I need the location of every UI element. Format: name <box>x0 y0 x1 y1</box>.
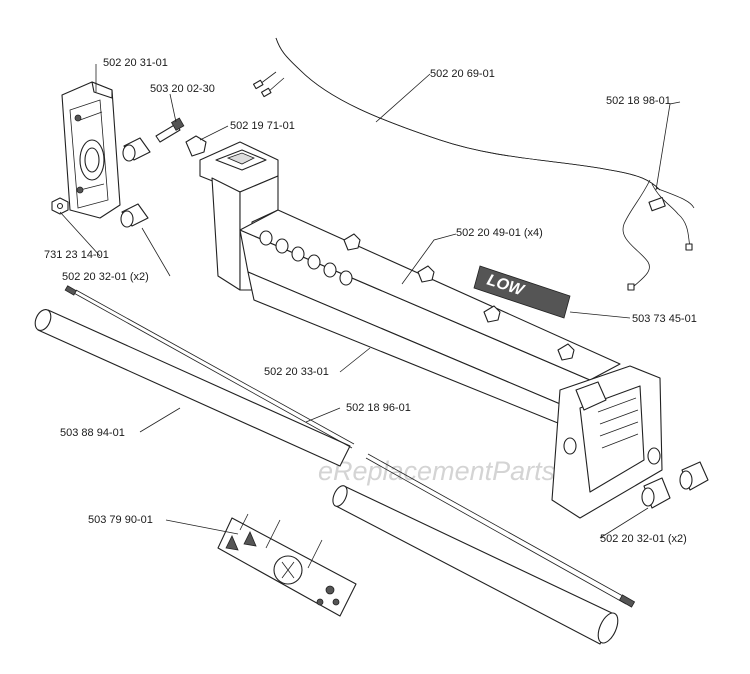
label-502197101: 502 19 71-01 <box>230 120 295 132</box>
label-503734501: 503 73 45-01 <box>632 313 697 325</box>
rod <box>64 285 636 608</box>
main-beam <box>199 141 663 519</box>
logo-decal: LOW <box>473 265 571 319</box>
label-502203201-right: 502 20 32-01 (x2) <box>600 533 687 545</box>
clip-1 <box>343 233 361 251</box>
tube-lower <box>332 485 619 645</box>
label-502203101: 502 20 31-01 <box>103 57 168 69</box>
wire-harness-502189801 <box>622 179 695 291</box>
clip-4 <box>557 343 575 361</box>
label-503200230: 503 20 02-30 <box>150 83 215 95</box>
nut <box>51 197 69 215</box>
end-cap-lower-right <box>641 477 671 509</box>
label-502189601: 502 18 96-01 <box>346 402 411 414</box>
end-cap-upper-right <box>679 461 709 491</box>
leader-lines <box>59 64 681 539</box>
bolt <box>155 117 185 143</box>
wire-harness-502206901 <box>252 37 661 191</box>
label-502204901: 502 20 49-01 (x4) <box>456 227 543 239</box>
end-bracket-left <box>61 81 121 219</box>
label-503889401: 503 88 94-01 <box>60 427 125 439</box>
label-502203201-left: 502 20 32-01 (x2) <box>62 271 149 283</box>
warning-decal <box>217 513 357 617</box>
label-731231401: 731 23 14-01 <box>44 249 109 261</box>
tube-upper <box>34 309 351 467</box>
label-502203301: 502 20 33-01 <box>264 366 329 378</box>
clip-3 <box>483 305 501 323</box>
end-cap-upper-left <box>122 137 151 162</box>
label-503799001: 503 79 90-01 <box>88 514 153 526</box>
clip-2 <box>417 265 435 283</box>
label-502206901: 502 20 69-01 <box>430 68 495 80</box>
part-labels: 502 20 31-01 503 20 02-30 502 19 71-01 5… <box>44 57 697 545</box>
label-502189801: 502 18 98-01 <box>606 95 671 107</box>
end-cap-lower-left <box>120 203 149 228</box>
clip-top <box>185 135 207 157</box>
